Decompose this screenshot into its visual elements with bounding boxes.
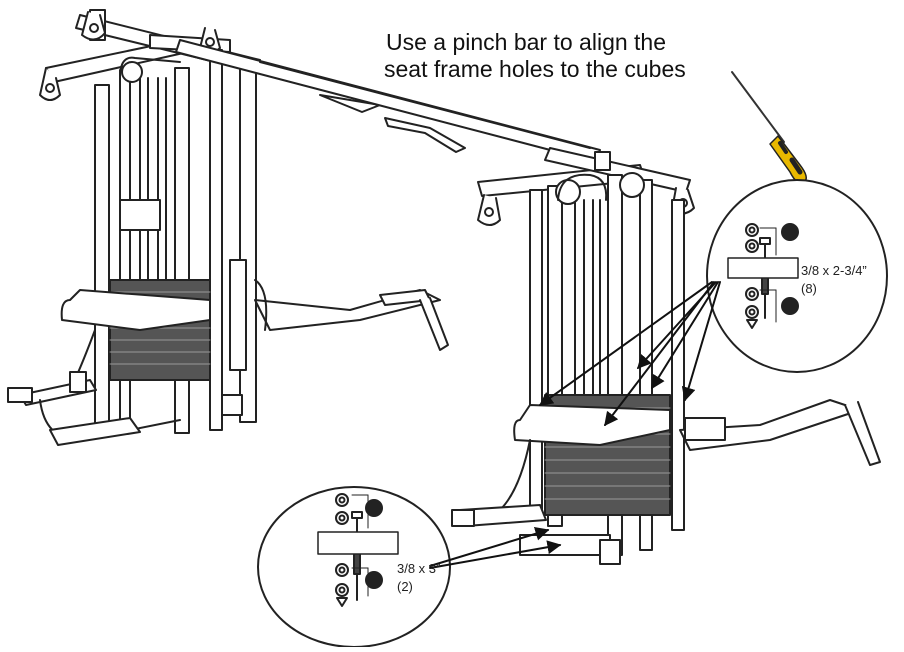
upper-bolt-quantity-label: (8): [801, 281, 817, 296]
callout-arrows: [429, 281, 721, 569]
right-tower: [451, 147, 881, 565]
left-tower: [7, 9, 466, 446]
lower-bolt-size-label: 3/8 x 3”: [397, 561, 441, 576]
pinch-bar-icon: [731, 71, 807, 184]
pinch-bar-instruction-line-2: seat frame holes to the cubes: [384, 56, 686, 82]
lower-bolt-quantity-label: (2): [397, 579, 413, 594]
lower-hardware-detail: [257, 486, 451, 648]
pinch-bar-instruction-line-1: Use a pinch bar to align the: [386, 29, 667, 55]
upper-hardware-detail: [706, 179, 888, 373]
upper-bolt-size-label: 3/8 x 2-3/4”: [801, 263, 867, 278]
